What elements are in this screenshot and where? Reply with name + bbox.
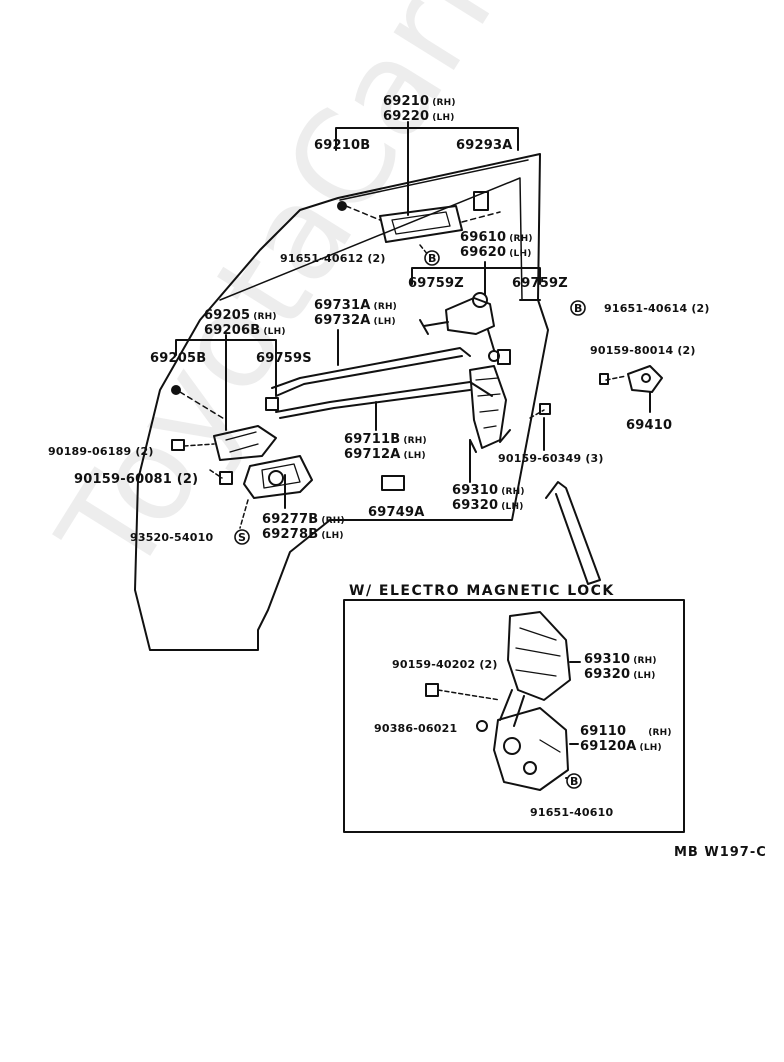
part-label: 69278B(LH)	[262, 527, 344, 542]
inset-arrow	[545, 481, 601, 585]
part-label: 69206B(LH)	[204, 323, 286, 338]
inset-title: W/ ELECTRO MAGNETIC LOCK	[349, 583, 615, 599]
part-label: 69110(RH)	[580, 724, 672, 739]
part-label: 69759Z	[512, 276, 568, 291]
part-label: 69410	[626, 418, 673, 433]
rod-clip	[381, 475, 405, 491]
leader-69205	[175, 334, 277, 431]
door-outline	[134, 153, 549, 651]
part-label: 69205(RH)	[204, 308, 277, 323]
window-frame	[219, 177, 523, 301]
control-rod-lower	[275, 381, 493, 413]
part-label: 69277B(RH)	[262, 512, 345, 527]
part-label: 69610(RH)	[460, 230, 533, 245]
part-label: 69320(LH)	[452, 498, 524, 513]
part-label: 69293A	[456, 138, 513, 153]
outside-handle	[379, 205, 463, 243]
part-label: 69320(LH)	[584, 667, 656, 682]
window-frame-inner	[339, 159, 529, 201]
part-label: 69712A(LH)	[344, 447, 426, 462]
part-label: 91651-40610	[530, 806, 614, 819]
bolt-badge-b-2	[570, 300, 586, 316]
part-label: 69120A(LH)	[580, 739, 662, 754]
part-label: 93520-54010	[130, 531, 214, 544]
badge-letter: B	[574, 302, 583, 315]
part-label: 69310(RH)	[452, 483, 525, 498]
screw-badge-s	[234, 529, 250, 545]
part-label: 90159-40202 (2)	[392, 658, 498, 671]
part-label: 69220(LH)	[383, 109, 455, 124]
bolt-badge-b-3	[566, 773, 582, 789]
part-label: 69749A	[368, 505, 425, 520]
part-label: 69731A(RH)	[314, 298, 397, 313]
part-label: 90189-06189 (2)	[48, 445, 154, 458]
part-label: 69210B	[314, 138, 371, 153]
inset-actuator	[493, 707, 569, 791]
part-label: 69732A(LH)	[314, 313, 396, 328]
part-label: 69711B(RH)	[344, 432, 427, 447]
part-label: 90159-60349 (3)	[498, 452, 604, 465]
leader-69610	[411, 261, 541, 296]
bolt-badge-b-1	[424, 250, 440, 266]
control-rod-upper	[271, 347, 471, 389]
part-label: 69759S	[256, 351, 312, 366]
part-label: 69759Z	[408, 276, 464, 291]
badge-letter: B	[428, 252, 437, 265]
part-label: 90386-06021	[374, 722, 458, 735]
part-label: 91651-40614 (2)	[604, 302, 710, 315]
part-label: 69620(LH)	[460, 245, 532, 260]
part-label: 90159-60081 (2)	[74, 472, 199, 487]
badge-letter: B	[570, 775, 579, 788]
badge-letter: S	[238, 531, 247, 544]
inset-door-lock	[507, 611, 571, 701]
part-label: 91651-40612 (2)	[280, 252, 386, 265]
door-striker	[627, 365, 663, 393]
inset-frame	[343, 599, 685, 833]
leader-69210	[335, 121, 519, 216]
inside-handle	[213, 425, 277, 461]
control-rod-lower-2	[279, 389, 471, 419]
diagram-code: MB W197-C	[674, 845, 767, 860]
part-label: 90159-80014 (2)	[590, 344, 696, 357]
part-label: 69310(RH)	[584, 652, 657, 667]
handle-bezel	[243, 455, 313, 499]
part-label: 69210(RH)	[383, 94, 456, 109]
part-label: 69205B	[150, 351, 207, 366]
control-rod-upper-2	[275, 355, 463, 397]
door-lock-body	[469, 365, 507, 449]
